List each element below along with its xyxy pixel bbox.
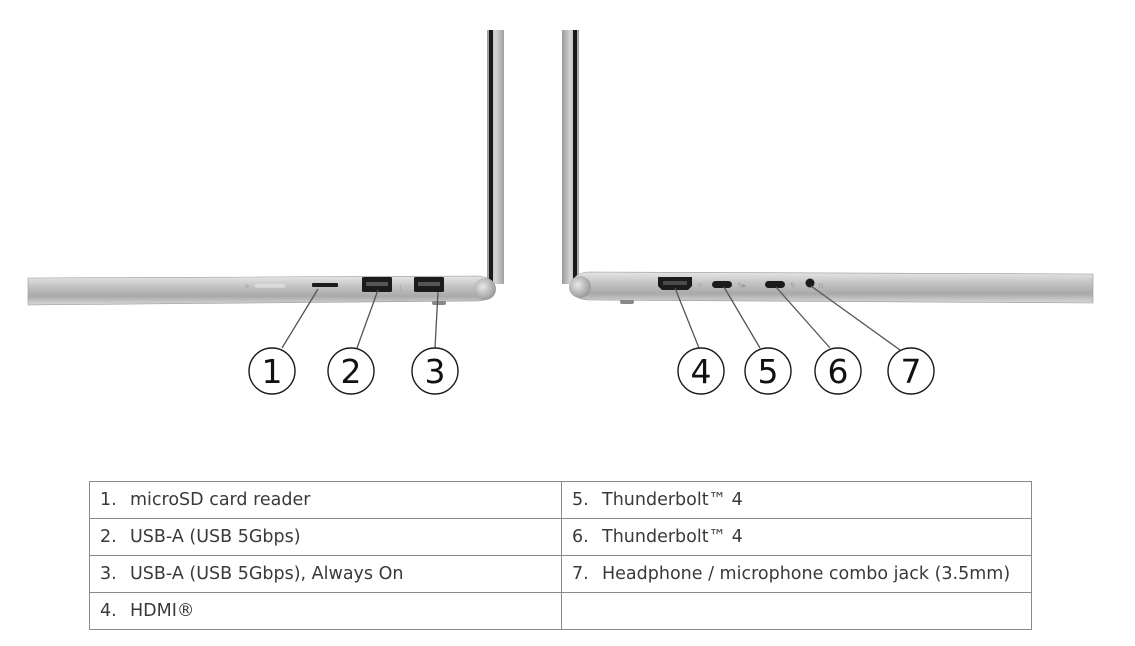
thunderbolt-port-2 [765, 281, 785, 288]
table-cell: 3. USB-A (USB 5Gbps), Always On [89, 555, 562, 593]
callout-2-number: 2 [341, 352, 362, 391]
left-foot [432, 301, 446, 305]
hdmi-port [658, 277, 692, 290]
item-number: 5. [572, 490, 589, 510]
callout-1-number: 1 [262, 352, 283, 391]
callout-4: 4 [677, 347, 725, 395]
thunderbolt-symbol-icon-1: ϟ▸ [737, 281, 746, 290]
callout-3-number: 3 [425, 352, 446, 391]
table-row: 4. HDMI® [89, 592, 1032, 630]
left-lid-screen-edge [489, 30, 493, 282]
callout-2: 2 [327, 347, 375, 395]
table-cell: 1. microSD card reader [89, 481, 562, 519]
leader-line-5 [723, 286, 761, 349]
table-cell: 6. Thunderbolt™ 4 [561, 518, 1032, 556]
callout-5: 5 [744, 347, 792, 395]
callout-3: 3 [411, 347, 459, 395]
leader-line-4 [674, 287, 700, 349]
item-label: Thunderbolt™ 4 [602, 490, 743, 510]
table-row: 3. USB-A (USB 5Gbps), Always On 7. Headpho… [89, 555, 1032, 593]
item-label: USB-A (USB 5Gbps) [130, 527, 301, 547]
right-lid-screen-edge [573, 30, 577, 282]
table-cell: 4. HDMI® [89, 592, 562, 630]
item-label: microSD card reader [130, 490, 311, 510]
item-number: 6. [572, 527, 589, 547]
callout-7: 7 [887, 347, 935, 395]
callout-6-number: 6 [828, 352, 849, 391]
microsd-slot [312, 283, 338, 287]
item-number: 1. [100, 490, 117, 510]
leader-line-1 [281, 288, 319, 349]
audio-jack [805, 278, 815, 288]
leader-line-3 [434, 291, 439, 349]
callout-6: 6 [814, 347, 862, 395]
led-indicator-icon [245, 282, 287, 289]
usb-a-port-2 [414, 277, 444, 292]
table-row: 1. microSD card reader 5. Thunderbolt™ 4 [89, 481, 1032, 519]
right-hinge [569, 276, 591, 298]
right-base [571, 271, 1094, 304]
thunderbolt-port-1 [712, 281, 732, 288]
laptop-right-side-view: ≡ ϟ▸ ϟ ∩ [562, 30, 1094, 304]
item-number: 2. [100, 527, 117, 547]
item-label: Thunderbolt™ 4 [602, 527, 743, 547]
callout-leader-lines [281, 285, 901, 351]
item-label: USB-A (USB 5Gbps), Always On [130, 564, 404, 584]
usb-port-symbol-icon: ⭥ [398, 284, 403, 293]
item-number: 4. [100, 601, 117, 621]
table-cell: 2. USB-A (USB 5Gbps) [89, 518, 562, 556]
leader-line-2 [356, 289, 379, 349]
callout-4-number: 4 [691, 352, 712, 391]
usb-a-port-1 [362, 277, 392, 292]
table-row: 2. USB-A (USB 5Gbps) 6. Thunderbolt™ 4 [89, 518, 1032, 556]
item-label: Headphone / microphone combo jack (3.5mm… [602, 564, 1011, 584]
item-number: 7. [572, 564, 589, 584]
left-hinge [474, 278, 496, 300]
callout-5-number: 5 [758, 352, 779, 391]
ports-legend-table: 1. microSD card reader 5. Thunderbolt™ 4 2… [89, 481, 1032, 630]
table-cell [561, 592, 1032, 630]
hdmi-symbol-icon: ≡ [697, 281, 703, 289]
item-label: HDMI® [130, 601, 195, 621]
headset-symbol-icon: ∩ [818, 281, 824, 290]
thunderbolt-symbol-icon-2: ϟ [790, 281, 795, 290]
laptop-left-side-view: ⭥ [27, 30, 504, 306]
item-number: 3. [100, 564, 117, 584]
leader-line-6 [775, 286, 831, 349]
laptop-ports-diagram: ⭥ ≡ ϟ▸ ϟ ∩ 1 [27, 30, 1094, 395]
callout-7-number: 7 [901, 352, 922, 391]
callout-1: 1 [248, 347, 296, 395]
table-cell: 5. Thunderbolt™ 4 [561, 481, 1032, 519]
right-foot [620, 300, 634, 304]
table-cell: 7. Headphone / microphone combo jack (3.5… [561, 555, 1032, 593]
leader-line-7 [810, 285, 901, 351]
